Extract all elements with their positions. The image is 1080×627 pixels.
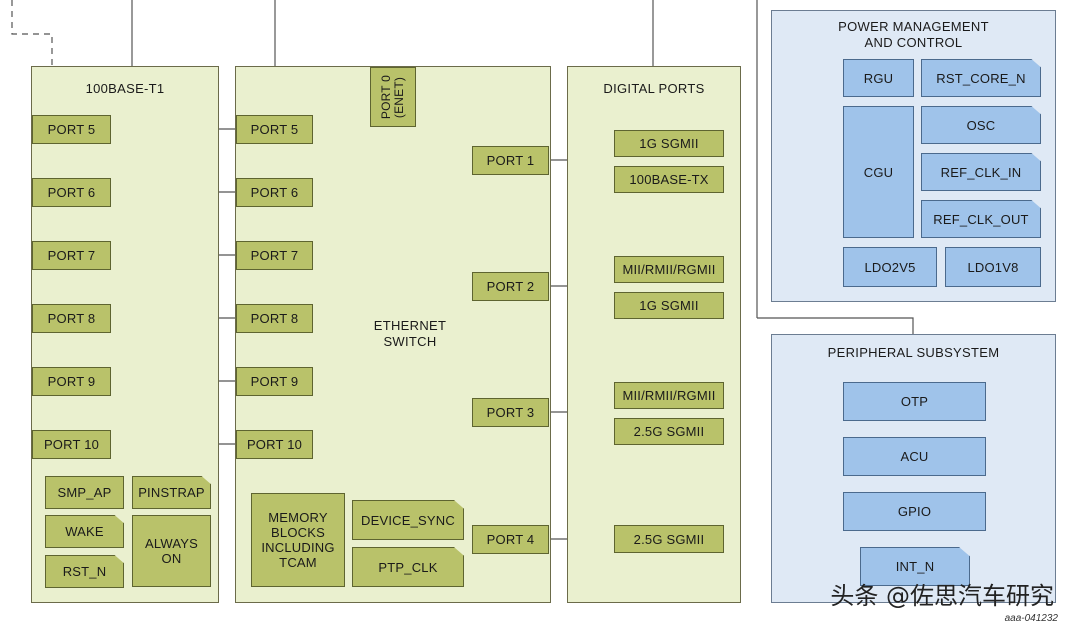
- t1-port-5: PORT 5: [32, 115, 111, 144]
- memory-blocks: MEMORY BLOCKS INCLUDING TCAM: [251, 493, 345, 587]
- switch-port-4: PORT 4: [472, 525, 549, 554]
- otp-block: OTP: [843, 382, 986, 421]
- base-t1-panel: 100BASE-T1: [31, 66, 219, 603]
- t1-port-7: PORT 7: [32, 241, 111, 270]
- t1-port-10: PORT 10: [32, 430, 111, 459]
- port2-1g-sgmii: 1G SGMII: [614, 292, 724, 319]
- switch-port-3: PORT 3: [472, 398, 549, 427]
- acu-block: ACU: [843, 437, 986, 476]
- ptp-clk-block: PTP_CLK: [352, 547, 464, 587]
- port-0-label: PORT 0 (ENET): [379, 74, 406, 120]
- port-0-enet: PORT 0 (ENET): [370, 67, 416, 127]
- wake-block: WAKE: [45, 515, 124, 548]
- t1-port-6: PORT 6: [32, 178, 111, 207]
- smp-ap-block: SMP_AP: [45, 476, 124, 509]
- switch-port-9: PORT 9: [236, 367, 313, 396]
- port2-mii-rmii-rgmii: MII/RMII/RGMII: [614, 256, 724, 283]
- t1-port-8: PORT 8: [32, 304, 111, 333]
- port3-mii-rmii-rgmii: MII/RMII/RGMII: [614, 382, 724, 409]
- ldo2v5-block: LDO2V5: [843, 247, 937, 287]
- switch-port-5: PORT 5: [236, 115, 313, 144]
- figure-id: aaa-041232: [1004, 613, 1058, 624]
- ethernet-switch-title: ETHERNET SWITCH: [373, 318, 447, 349]
- ref-clk-out-block: REF_CLK_OUT: [921, 200, 1041, 238]
- t1-port-9: PORT 9: [32, 367, 111, 396]
- port1-100base-tx: 100BASE-TX: [614, 166, 724, 193]
- gpio-block: GPIO: [843, 492, 986, 531]
- osc-block: OSC: [921, 106, 1041, 144]
- switch-port-1: PORT 1: [472, 146, 549, 175]
- rst-n-block: RST_N: [45, 555, 124, 588]
- power-management-title: POWER MANAGEMENT AND CONTROL: [838, 19, 989, 50]
- switch-port-10: PORT 10: [236, 430, 313, 459]
- pinstrap-block: PINSTRAP: [132, 476, 211, 509]
- base-t1-title: 100BASE-T1: [85, 81, 165, 96]
- ldo1v8-block: LDO1V8: [945, 247, 1041, 287]
- rst-core-n-block: RST_CORE_N: [921, 59, 1041, 97]
- switch-port-8: PORT 8: [236, 304, 313, 333]
- port4-2-5g-sgmii: 2.5G SGMII: [614, 525, 724, 553]
- port3-2-5g-sgmii: 2.5G SGMII: [614, 418, 724, 445]
- cgu-block: CGU: [843, 106, 914, 238]
- switch-port-2: PORT 2: [472, 272, 549, 301]
- switch-port-6: PORT 6: [236, 178, 313, 207]
- switch-port-7: PORT 7: [236, 241, 313, 270]
- digital-ports-title: DIGITAL PORTS: [603, 81, 705, 96]
- peripheral-subsystem-title: PERIPHERAL SUBSYSTEM: [827, 345, 1000, 360]
- int-n-block: INT_N: [860, 547, 970, 586]
- rgu-block: RGU: [843, 59, 914, 97]
- device-sync-block: DEVICE_SYNC: [352, 500, 464, 540]
- ref-clk-in-block: REF_CLK_IN: [921, 153, 1041, 191]
- watermark-text: 头条 @佐思汽车研究: [830, 582, 1054, 610]
- always-on-block: ALWAYS ON: [132, 515, 211, 587]
- port1-1g-sgmii: 1G SGMII: [614, 130, 724, 157]
